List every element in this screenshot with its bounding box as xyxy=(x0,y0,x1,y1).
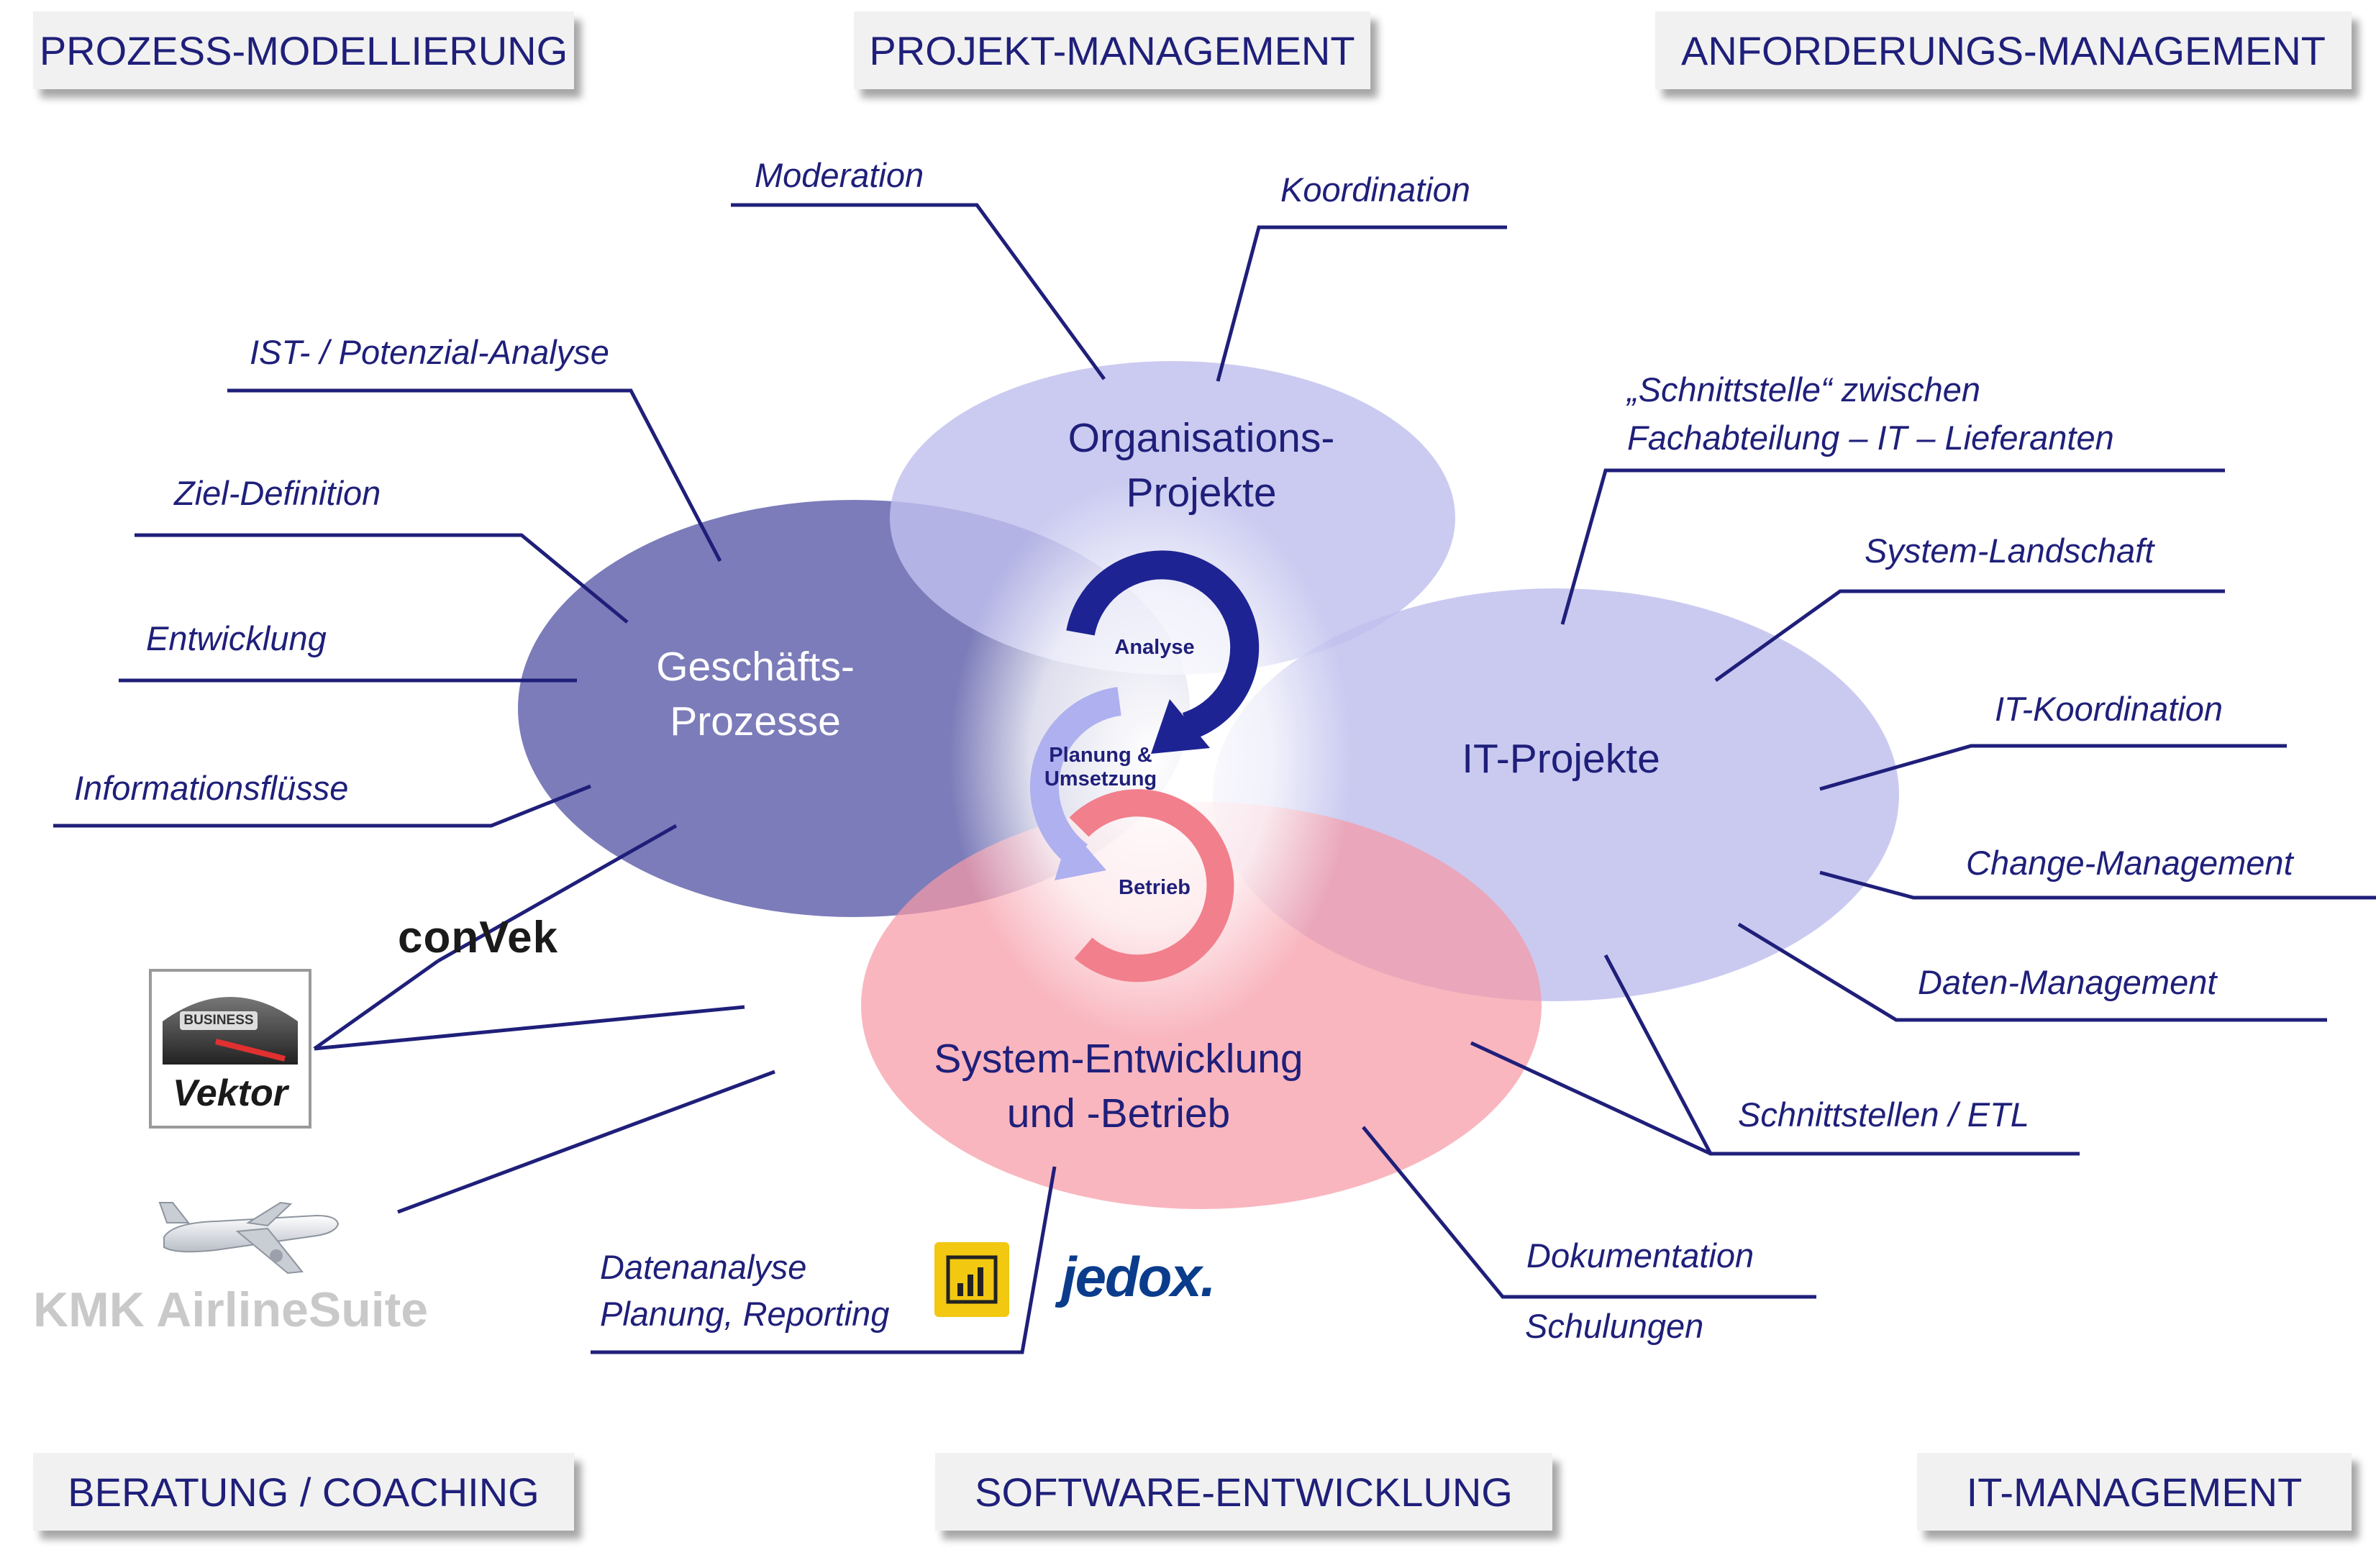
airplane-icon xyxy=(158,1201,340,1275)
box-it-management: IT-MANAGEMENT xyxy=(1917,1453,2352,1531)
etl-line-2 xyxy=(1470,1041,1712,1156)
convek-line-b xyxy=(437,824,678,963)
geschaeft-title-line1: Geschäfts- xyxy=(656,644,855,690)
it-koordination-line xyxy=(1819,744,2287,791)
powerbi-icon-bar3 xyxy=(978,1267,983,1296)
cycle-betrieb-label: Betrieb xyxy=(1119,876,1191,899)
change-line xyxy=(1819,870,2376,900)
informationsfluesse-line xyxy=(53,784,591,828)
label-change-management: Change-Management xyxy=(1966,844,2293,882)
cycle-planung-label: Planung & Umsetzung xyxy=(1014,744,1187,792)
box-prozess-modellierung: PROZESS-MODELLIERUNG xyxy=(33,12,574,89)
kmk-line xyxy=(397,1070,775,1214)
it-title-line1: IT-Projekte xyxy=(1462,736,1660,782)
label-koordination: Koordination xyxy=(1280,170,1470,209)
label-schnittstelle-line1: „Schnittstelle“ zwischen xyxy=(1627,370,1981,409)
vektor-line xyxy=(314,1005,745,1051)
datenanalyse-line xyxy=(591,1166,1057,1354)
box-beratung-coaching: BERATUNG / COACHING xyxy=(33,1453,574,1531)
ist-analyse-line xyxy=(227,388,722,562)
label-entwicklung: Entwicklung xyxy=(146,619,327,657)
vektor-badge-text: BUSINESS xyxy=(183,1013,254,1028)
box-anforderungs-management: ANFORDERUNGS-MANAGEMENT xyxy=(1655,12,2352,89)
system-title-line1: System-Entwicklung xyxy=(934,1036,1303,1082)
jedox-logo: jedox. xyxy=(1061,1245,1216,1308)
box-projekt-management: PROJEKT-MANAGEMENT xyxy=(854,12,1370,89)
organisation-title-line1: Organisations- xyxy=(1068,415,1335,461)
label-dokumentation: Dokumentation xyxy=(1526,1236,1754,1275)
planung-arrowhead xyxy=(1055,829,1106,880)
label-informationsfluesse: Informationsflüsse xyxy=(74,769,349,807)
label-moderation: Moderation xyxy=(755,156,924,194)
moderation-line xyxy=(731,203,1106,380)
label-system-landschaft: System-Landschaft xyxy=(1865,532,2154,570)
organisation-title: Organisations- Projekte xyxy=(993,411,1410,521)
planung-arrow xyxy=(1029,687,1122,867)
label-daten-management: Daten-Management xyxy=(1918,963,2217,1001)
powerbi-icon-bar2 xyxy=(968,1275,973,1296)
label-schulungen: Schulungen xyxy=(1525,1307,1704,1345)
label-datenanalyse: Datenanalyse Planung, Reporting xyxy=(600,1244,889,1338)
label-schnittstelle: „Schnittstelle“ zwischen Fachabteilung –… xyxy=(1627,366,2114,462)
label-datenanalyse-line2: Planung, Reporting xyxy=(600,1294,890,1333)
label-datenanalyse-line1: Datenanalyse xyxy=(600,1248,807,1286)
label-schnittstellen-etl: Schnittstellen / ETL xyxy=(1738,1095,2029,1134)
ziel-line xyxy=(135,533,629,624)
betrieb-arrow xyxy=(1069,789,1234,983)
label-ist-analyse: IST- / Potenzial-Analyse xyxy=(250,333,609,371)
kmk-airlinesuite-logo: KMK AirlineSuite xyxy=(33,1282,429,1337)
vektor-gauge-needle xyxy=(215,1039,286,1062)
powerbi-icon-bar1 xyxy=(957,1283,963,1296)
analyse-arrowhead xyxy=(1151,699,1210,754)
box-software-entwicklung: SOFTWARE-ENTWICKLUNG xyxy=(935,1453,1552,1531)
powerbi-icon-frame xyxy=(946,1255,998,1304)
convek-logo: conVek xyxy=(398,913,559,962)
system-title-line2: und -Betrieb xyxy=(1006,1090,1231,1136)
cycle-planung-line1: Planung & xyxy=(1049,744,1152,767)
label-schnittstelle-line2: Fachabteilung – IT – Lieferanten xyxy=(1627,418,2114,457)
it-title: IT-Projekte xyxy=(1367,732,1755,787)
label-ziel-definition: Ziel-Definition xyxy=(174,474,381,512)
convek-line-a xyxy=(313,959,440,1051)
system-landschaft-line xyxy=(1714,589,2225,683)
analyse-arrow xyxy=(1066,550,1260,741)
cycle-analyse-label: Analyse xyxy=(1114,636,1195,659)
geschaeft-title-line2: Prozesse xyxy=(670,698,841,744)
geschaeft-title: Geschäfts- Prozesse xyxy=(568,640,942,749)
organisation-title-line2: Projekte xyxy=(1126,469,1277,516)
system-title: System-Entwicklung und -Betrieb xyxy=(892,1032,1345,1141)
cycle-planung-line2: Umsetzung xyxy=(1044,767,1157,791)
vektor-badge-bg xyxy=(180,1011,258,1030)
daten-line xyxy=(1737,922,2327,1022)
schnittstelle-line xyxy=(1560,468,2225,625)
vektor-logo: Vektor xyxy=(173,1072,288,1114)
label-it-koordination: IT-Koordination xyxy=(1995,690,2223,728)
koordination-line xyxy=(1216,225,1507,382)
dokumentation-line xyxy=(1362,1126,1816,1299)
